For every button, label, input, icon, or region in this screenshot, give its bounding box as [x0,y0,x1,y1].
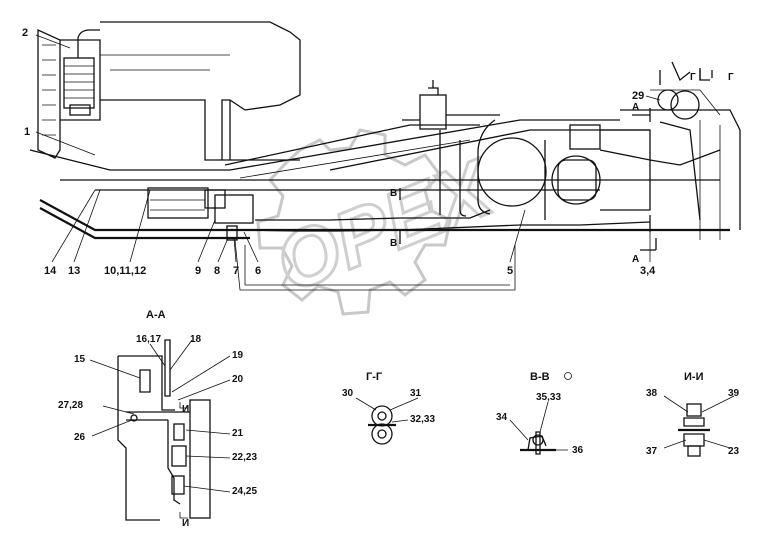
section-marks: А А Г Г В В [390,72,734,265]
ii-callout-39: 39 [728,388,740,399]
vv-callout-36: 36 [572,445,584,456]
section-aa-title: А-А [146,309,166,321]
aa-callout-16-17: 16,17 [136,334,161,345]
gg-callout-31: 31 [410,388,422,399]
ii-callout-37: 37 [646,446,658,457]
section-ii: И-И 38 39 37 23 [646,371,740,457]
section-aa: А-А 15 16,17 18 19 20 27,28 26 2 [58,309,257,529]
callout-6: 6 [255,265,261,277]
section-gg: Г-Г 30 31 32,33 [342,371,435,445]
callout-5: 5 [507,265,513,277]
aa-mark-i-top: И [182,404,189,415]
vv-callout-35-33: 35,33 [536,392,561,403]
aa-callout-19: 19 [232,350,244,361]
main-leaders [35,34,661,263]
callout-1: 1 [24,126,30,138]
aa-callout-27-28: 27,28 [58,400,83,411]
vv-callout-34: 34 [496,412,508,423]
mark-a-bottom: А [632,254,639,265]
callout-13: 13 [68,265,80,277]
callout-29: 29 [632,90,644,102]
mark-g-2: Г [728,72,734,83]
mark-a-top: А [632,102,639,113]
callout-8: 8 [214,265,220,277]
aa-callout-18: 18 [190,334,202,345]
aa-callout-24-25: 24,25 [232,486,257,497]
main-callouts: 2 1 14 13 10,11,12 9 8 7 6 5 3,4 29 [22,27,656,277]
callout-10-11-12: 10,11,12 [104,265,146,277]
callout-2: 2 [22,27,28,39]
aa-callout-21: 21 [232,428,244,439]
gg-callout-32-33: 32,33 [410,414,435,425]
section-vv: В-В 35,33 34 36 [496,371,584,456]
aa-callout-20: 20 [232,374,244,385]
section-gg-title: Г-Г [366,371,383,383]
aa-callout-22-23: 22,23 [232,452,257,463]
aa-mark-i-bottom: И [182,518,189,529]
ii-callout-38: 38 [646,388,658,399]
ii-callout-23: 23 [728,446,740,457]
aa-callout-15: 15 [74,354,86,365]
watermark: OPEX [256,128,509,316]
main-assembly-view [29,21,741,291]
section-vv-title: В-В [530,371,550,383]
section-ii-title: И-И [684,371,704,383]
mark-v-2: В [390,238,397,249]
gg-callout-30: 30 [342,388,354,399]
mark-g-1: Г [690,72,696,83]
callout-9: 9 [195,265,201,277]
mark-v-1: В [390,188,397,199]
aa-callout-26: 26 [74,432,86,443]
callout-14: 14 [44,265,57,277]
callout-7: 7 [233,265,239,277]
callout-3-4: 3,4 [640,265,656,277]
